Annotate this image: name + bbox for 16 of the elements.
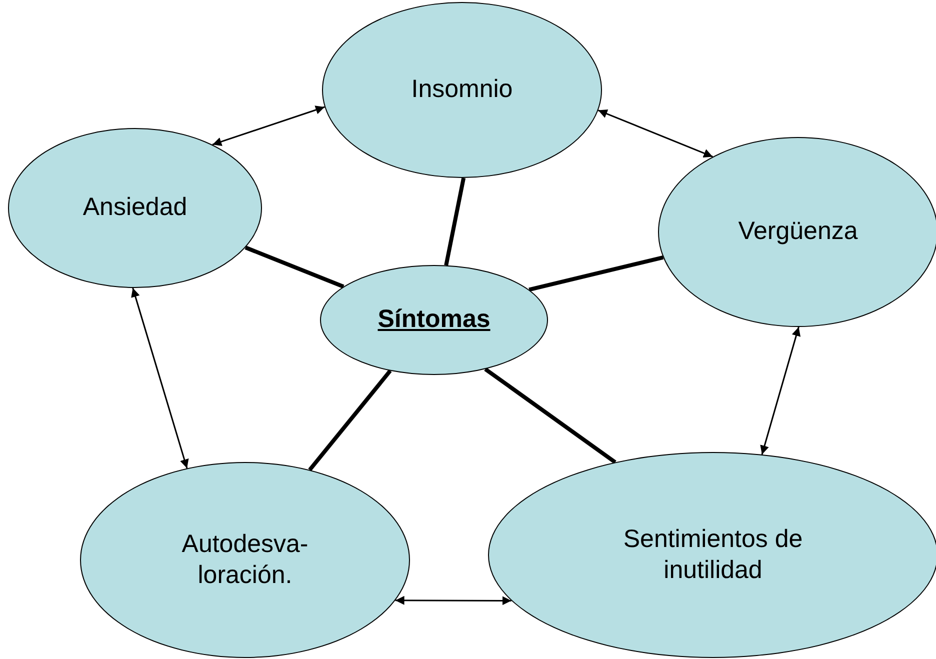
node-label: Insomnio bbox=[411, 74, 513, 106]
connector-line bbox=[244, 246, 344, 288]
double-arrow bbox=[131, 288, 189, 469]
connector-line bbox=[444, 178, 466, 266]
double-arrow bbox=[598, 110, 713, 158]
node-label: Sentimientos de inutilidad bbox=[622, 524, 804, 586]
connector-line bbox=[308, 370, 392, 472]
node-label: Vergüenza bbox=[738, 216, 858, 248]
connector-line bbox=[484, 367, 616, 464]
node-label: Síntomas bbox=[378, 304, 490, 336]
double-arrow bbox=[212, 106, 325, 146]
connector-line bbox=[528, 255, 664, 292]
double-arrow bbox=[395, 596, 512, 606]
node-label: Autodesva- loración. bbox=[180, 528, 310, 591]
node-label: Ansiedad bbox=[82, 192, 188, 224]
double-arrow bbox=[760, 326, 801, 455]
